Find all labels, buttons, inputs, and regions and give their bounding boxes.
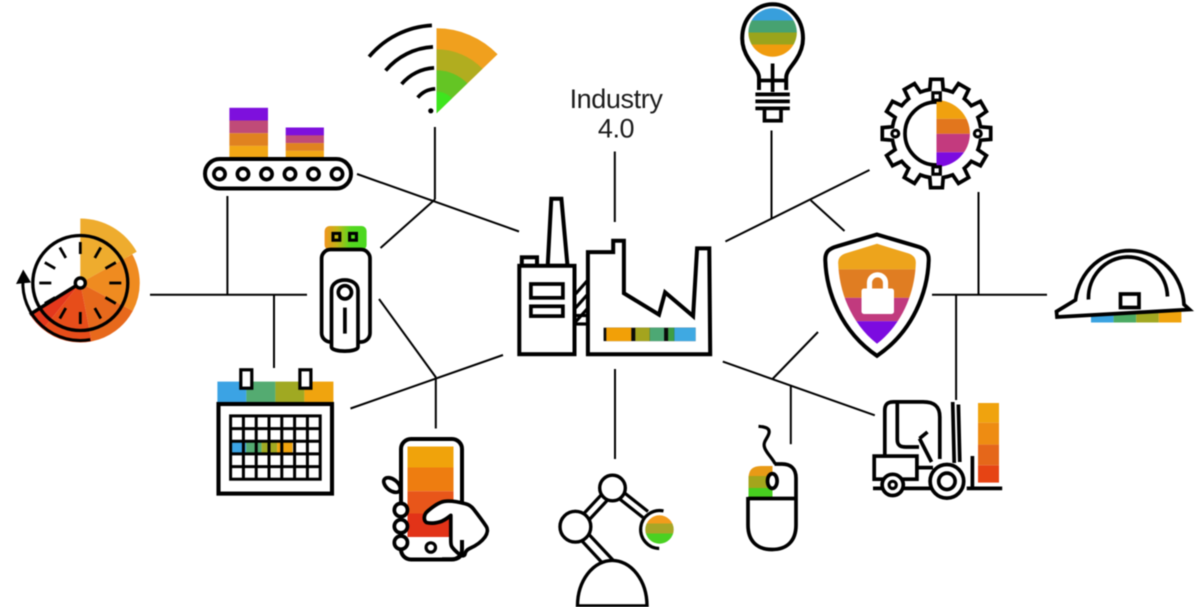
svg-text:4.0: 4.0	[598, 113, 634, 143]
svg-text:Industry: Industry	[570, 84, 664, 114]
